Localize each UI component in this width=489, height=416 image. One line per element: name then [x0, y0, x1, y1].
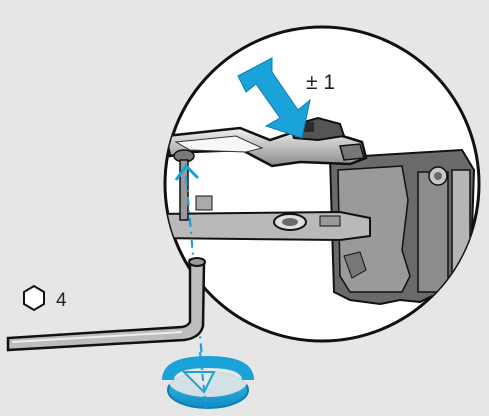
upper-hinge-arm	[165, 116, 368, 168]
lower-hinge-plate	[165, 210, 371, 242]
zoom-detail-circle	[163, 25, 481, 343]
frame-profile	[328, 148, 476, 306]
hexagon-icon	[23, 284, 45, 312]
rotate-arrow-icon	[162, 351, 254, 409]
up-arrow-icon	[174, 163, 200, 181]
tool-size-label: 4	[56, 290, 67, 311]
adjustment-label: ± 1	[306, 71, 335, 94]
hex-key-tool	[6, 257, 206, 352]
double-arrow-vertical-icon	[237, 57, 311, 139]
